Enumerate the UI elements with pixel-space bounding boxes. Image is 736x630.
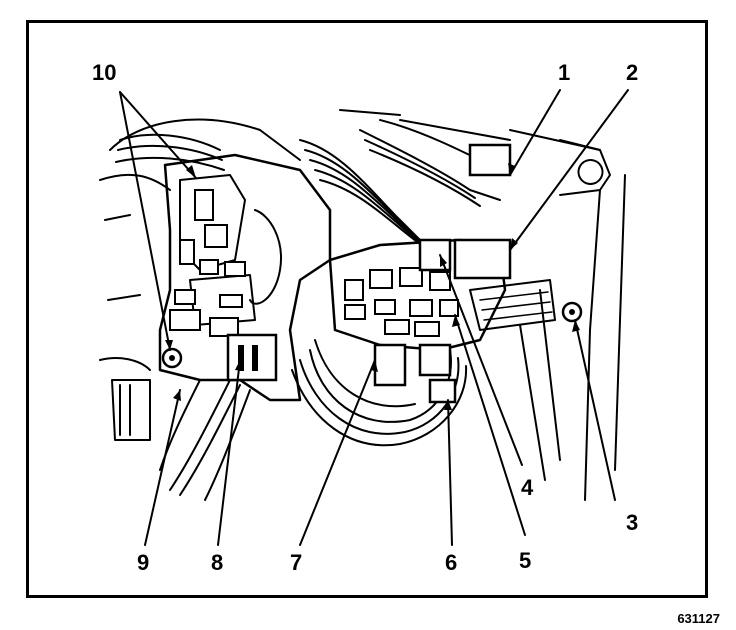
arrowheads — [165, 163, 580, 410]
upper-wire-harness — [115, 119, 501, 275]
callout-8: 8 — [211, 550, 223, 575]
figure-id: 631127 — [677, 611, 720, 626]
callout-2: 2 — [626, 60, 638, 85]
callout-10: 10 — [92, 60, 116, 85]
fuse-block-bracket — [158, 153, 332, 402]
callout-5: 5 — [519, 548, 531, 573]
callout-4: 4 — [521, 475, 534, 500]
callout-6: 6 — [445, 550, 457, 575]
figure-frame — [26, 20, 708, 598]
callout-3: 3 — [626, 510, 638, 535]
callout-1: 1 — [558, 60, 570, 85]
callout-9: 9 — [137, 550, 149, 575]
callout-7: 7 — [290, 550, 302, 575]
leader-lines — [119, 89, 629, 546]
